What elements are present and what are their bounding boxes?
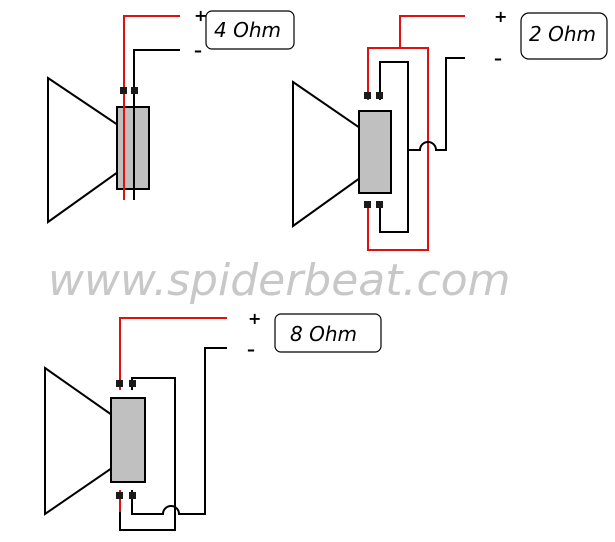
terminal: [364, 201, 371, 208]
minus-sign-4-ohm: –: [194, 41, 202, 60]
watermark-text: www.spiderbeat.com: [48, 255, 510, 306]
magnet-2-ohm: [358, 110, 392, 194]
ohm-label-2-ohm: 2 Ohm: [529, 22, 596, 46]
plus-sign-4-ohm: +: [194, 6, 207, 25]
positive-wire-4-ohm: [123, 15, 180, 200]
minus-sign-2-ohm: –: [494, 49, 502, 68]
config-8-ohm: 8 Ohm + –: [44, 309, 382, 531]
positive-wire-2-ohm-bus: [367, 47, 429, 251]
negative-wire-4-ohm: [133, 49, 180, 200]
ohm-label-8-ohm: 8 Ohm: [290, 322, 357, 346]
config-2-ohm: 2 Ohm + –: [292, 7, 608, 251]
terminal: [131, 87, 138, 94]
terminal: [376, 92, 383, 99]
terminal: [129, 380, 136, 387]
terminal: [120, 87, 127, 94]
terminal: [364, 92, 371, 99]
ohm-label-box-8-ohm: [274, 313, 382, 353]
speaker-cone-8-ohm: [44, 366, 113, 516]
magnet-8-ohm: [110, 397, 146, 483]
terminal: [376, 201, 383, 208]
config-4-ohm: 4 Ohm + –: [47, 6, 295, 224]
positive-wire-2-ohm-feed: [399, 15, 465, 48]
speaker-cone-2-ohm: [292, 80, 361, 228]
ohm-label-box-2-ohm: [520, 12, 608, 60]
terminal: [116, 492, 123, 499]
negative-wire-8-ohm: [131, 347, 227, 515]
ohm-label-box-4-ohm: [205, 10, 295, 50]
minus-sign-8-ohm: –: [247, 340, 255, 359]
speaker-cone-4-ohm: [47, 76, 119, 224]
positive-wire-8-ohm: [119, 317, 227, 390]
negative-wire-2-ohm-jumper: [408, 57, 465, 151]
terminal: [129, 492, 136, 499]
negative-wire-2-ohm-loop: [379, 61, 409, 233]
plus-sign-2-ohm: +: [494, 7, 507, 26]
terminal: [116, 380, 123, 387]
ohm-label-4-ohm: 4 Ohm: [214, 18, 281, 42]
plus-sign-8-ohm: +: [248, 309, 261, 328]
